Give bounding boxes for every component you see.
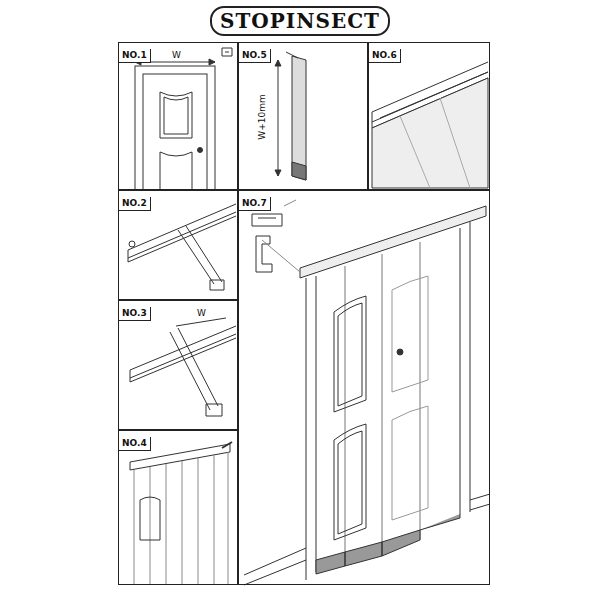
step-number: NO.7 xyxy=(239,197,271,211)
dimension-arrow xyxy=(275,60,281,176)
step-panel: NO.6 xyxy=(368,42,490,190)
dimension-line xyxy=(278,60,279,176)
door-knob xyxy=(198,148,203,153)
strip-hook xyxy=(286,52,298,58)
step-number: NO.2 xyxy=(119,197,151,211)
door-knob xyxy=(397,349,403,355)
rail-profile xyxy=(128,204,236,262)
skirting xyxy=(244,494,490,585)
tool-icon xyxy=(222,48,232,56)
door-panel xyxy=(334,424,366,540)
rail-profile xyxy=(130,326,236,382)
screen-strip xyxy=(292,56,306,180)
screen-sheet xyxy=(372,78,488,188)
door-leaf xyxy=(316,228,460,572)
strip-weight xyxy=(292,162,306,180)
screw xyxy=(129,241,135,247)
door-frame xyxy=(306,222,470,580)
step-number: NO.1 xyxy=(119,49,151,63)
door-panel xyxy=(392,276,428,520)
strip-weight xyxy=(316,514,460,574)
door-frame xyxy=(135,66,215,190)
screen-strips xyxy=(134,452,228,585)
step-number: NO.6 xyxy=(369,49,401,63)
step-panel: NO.1 xyxy=(118,42,238,190)
brand-logo: STOPINSECT xyxy=(0,6,600,36)
width-dimension: W xyxy=(171,50,182,60)
dimension-line xyxy=(176,318,226,326)
step-number: NO.3 xyxy=(119,307,151,321)
step-panel: NO.7 xyxy=(238,190,490,585)
mounting-bracket xyxy=(170,328,222,416)
door-panel xyxy=(164,97,188,134)
step-number: NO.5 xyxy=(239,49,271,63)
top-rail xyxy=(300,206,486,278)
clip-detail xyxy=(252,214,282,226)
step-number: NO.4 xyxy=(119,437,151,451)
door-panel xyxy=(160,92,192,138)
width-dimension: W xyxy=(196,308,207,318)
step-panel: NO.2 xyxy=(118,190,238,300)
door-leaf xyxy=(143,74,207,190)
screw xyxy=(222,442,232,448)
title-text: STOPINSECT xyxy=(210,6,390,36)
length-dimension: W+10mm xyxy=(257,93,267,140)
door-panel xyxy=(140,497,160,540)
mounting-bracket xyxy=(178,226,224,290)
door-panel xyxy=(334,296,366,412)
step-panel: NO.4 xyxy=(118,430,238,585)
step-panel: NO.3 xyxy=(118,300,238,430)
door-panel xyxy=(160,152,192,190)
strip-edge xyxy=(400,98,470,188)
